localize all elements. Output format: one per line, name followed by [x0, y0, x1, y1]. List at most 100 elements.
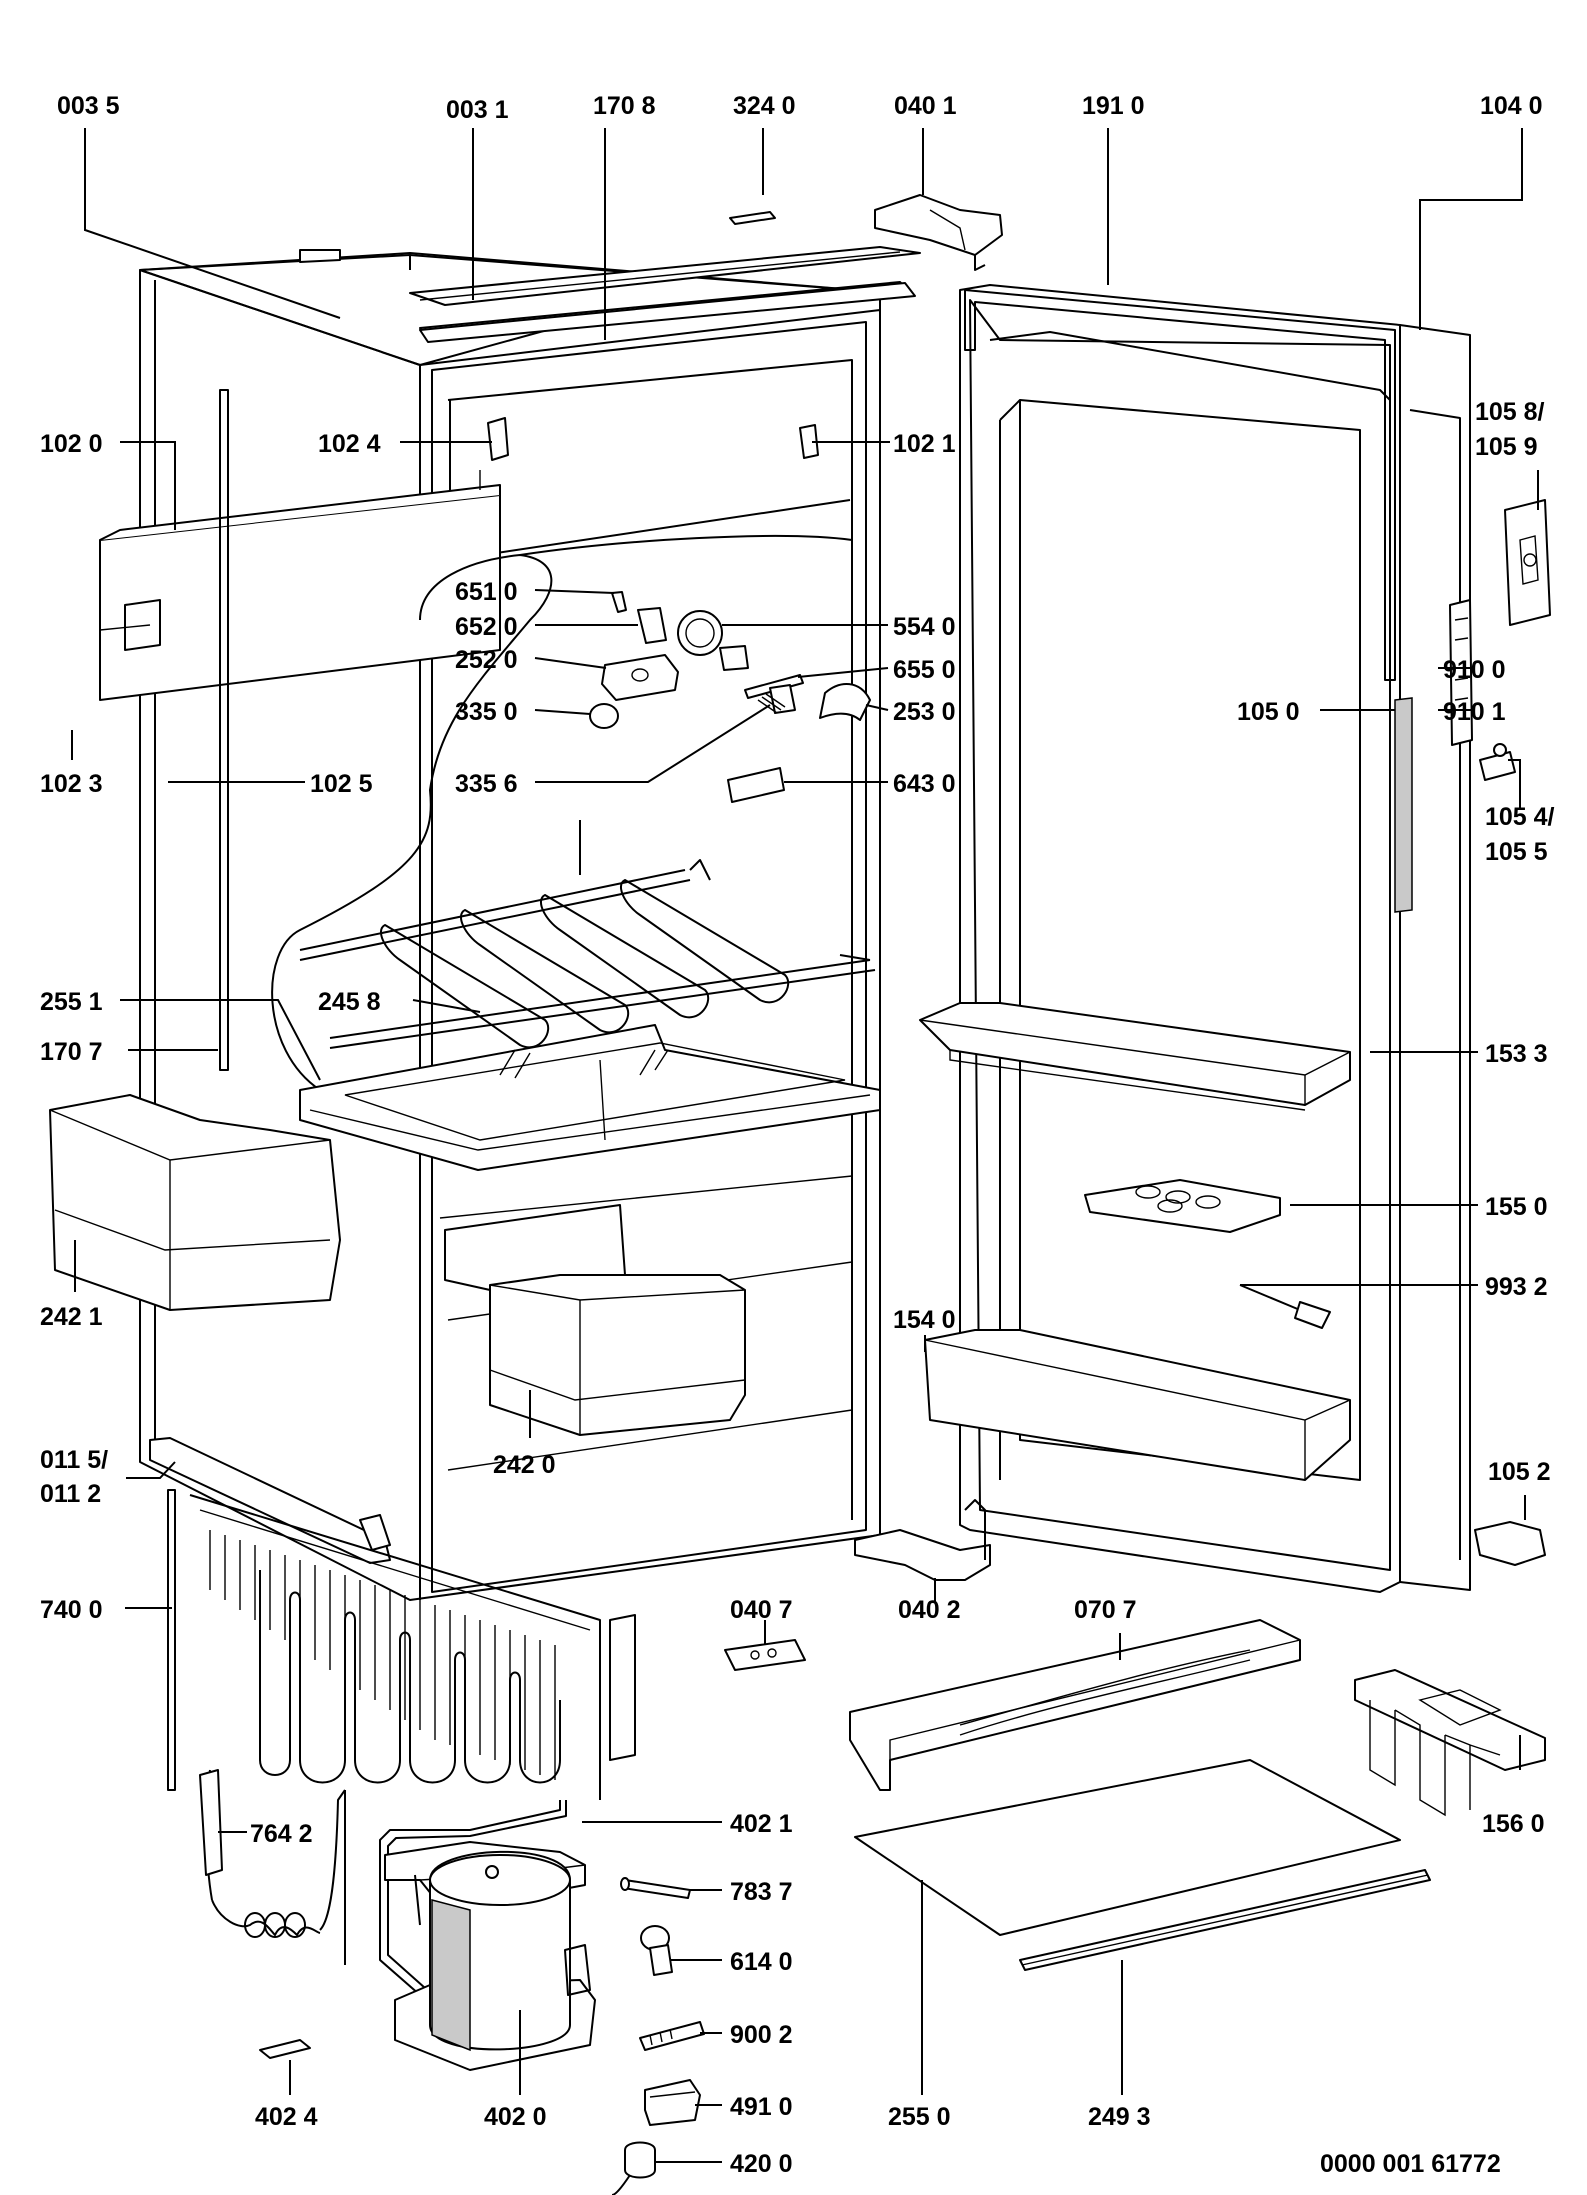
callout-7837: 783 7 — [730, 1878, 793, 1906]
callout-1533: 153 3 — [1485, 1040, 1548, 1068]
document-number: 0000 001 61772 — [1320, 2150, 1501, 2178]
door-shelf-1540 — [924, 1329, 1351, 1481]
callout-1910: 191 0 — [1082, 92, 1145, 120]
callout-3350: 335 0 — [455, 698, 518, 726]
callout-2420: 242 0 — [493, 1451, 556, 1479]
top-strip-1708 — [419, 282, 916, 343]
callout-7642: 764 2 — [250, 1820, 313, 1848]
callout-1055: 105 5 — [1485, 838, 1548, 866]
ice-tray-1560 — [1354, 1669, 1546, 1817]
condenser-7400 — [167, 1489, 636, 1800]
callout-0035: 003 5 — [57, 92, 120, 120]
part-1021 — [799, 424, 819, 459]
callout-labels: 003 5 003 1 170 8 324 0 040 1 191 0 104 … — [40, 92, 1555, 2178]
callout-9932: 993 2 — [1485, 1273, 1548, 1301]
plate-0407 — [724, 1639, 806, 1671]
callout-6510: 651 0 — [455, 578, 518, 606]
side-strip-1707 — [219, 389, 229, 1071]
callout-9100: 910 0 — [1443, 656, 1506, 684]
callout-3356: 335 6 — [455, 770, 518, 798]
callout-1707: 170 7 — [40, 1038, 103, 1066]
callout-2530: 253 0 — [893, 698, 956, 726]
callout-1040: 104 0 — [1480, 92, 1543, 120]
part-4910 — [644, 2079, 701, 2126]
door-gasket-1910 — [964, 289, 1396, 681]
door-hinge-9100 — [1449, 599, 1473, 746]
part-7837 — [620, 1877, 691, 1899]
callout-2493: 249 3 — [1088, 2103, 1151, 2131]
callout-4020: 402 0 — [484, 2103, 547, 2131]
rail-0707 — [849, 1619, 1301, 1791]
callout-2520: 252 0 — [455, 646, 518, 674]
callout-2458: 245 8 — [318, 988, 381, 1016]
capillary-7642 — [199, 1769, 346, 1938]
glass-shelf-2551 — [299, 1024, 881, 1171]
refrigerant-tubing — [344, 1790, 567, 1996]
hinge-0402 — [854, 1499, 991, 1581]
callout-9002: 900 2 — [730, 2021, 793, 2049]
crisper-drawer-2420 — [444, 1204, 746, 1436]
glass-plate-2550 — [854, 1759, 1401, 1936]
door-shelf-1533 — [919, 1002, 1351, 1111]
switch-1058 — [1504, 499, 1551, 626]
callout-1560: 156 0 — [1482, 1810, 1545, 1838]
callout-6140: 614 0 — [730, 1948, 793, 1976]
callout-1540: 154 0 — [893, 1306, 956, 1334]
callout-2551: 255 1 — [40, 988, 103, 1016]
part-9002 — [639, 2021, 705, 2051]
crisper-drawer-2421 — [49, 1094, 341, 1311]
part-1054 — [1479, 743, 1516, 781]
part-9932 — [1239, 1284, 1331, 1329]
cabinet-cutaway — [271, 534, 853, 1091]
callout-5540: 554 0 — [893, 613, 956, 641]
part-6140 — [640, 1925, 673, 1976]
part-4200 — [611, 2141, 656, 2195]
callout-1020: 102 0 — [40, 430, 103, 458]
callout-0402: 040 2 — [898, 1596, 961, 1624]
callout-6550: 655 0 — [893, 656, 956, 684]
callout-1059: 105 9 — [1475, 433, 1538, 461]
hinge-0401 — [874, 194, 1003, 271]
callout-1050: 105 0 — [1237, 698, 1300, 726]
callout-0407: 040 7 — [730, 1596, 793, 1624]
cover-panel-1020 — [99, 470, 501, 701]
callout-1550: 155 0 — [1485, 1193, 1548, 1221]
callout-4200: 420 0 — [730, 2150, 793, 2178]
callout-1054: 105 4/ — [1485, 803, 1555, 831]
egg-tray-1550 — [1084, 1179, 1281, 1233]
callout-0707: 070 7 — [1074, 1596, 1137, 1624]
callout-9101: 910 1 — [1443, 698, 1506, 726]
part-1024 — [487, 417, 509, 461]
hinge-1052 — [1474, 1521, 1546, 1566]
callout-1023: 102 3 — [40, 770, 103, 798]
callout-1024: 102 4 — [318, 430, 381, 458]
callout-0031: 003 1 — [446, 96, 509, 124]
callout-6430: 643 0 — [893, 770, 956, 798]
bottom-rail-0115 — [149, 1437, 391, 1564]
evaporator-coil-2458 — [299, 859, 876, 1049]
callout-1708: 170 8 — [593, 92, 656, 120]
callout-1058: 105 8/ — [1475, 398, 1545, 426]
callout-0112: 011 2 — [40, 1480, 101, 1508]
callout-1025: 102 5 — [310, 770, 373, 798]
callout-3240: 324 0 — [733, 92, 796, 120]
callout-7400: 740 0 — [40, 1596, 103, 1624]
callout-4024: 402 4 — [255, 2103, 318, 2131]
callout-1021: 102 1 — [893, 430, 956, 458]
callout-6520: 652 0 — [455, 613, 518, 641]
callout-1052: 105 2 — [1488, 1458, 1551, 1486]
part-4024 — [259, 2039, 311, 2059]
thermostat-group — [589, 591, 871, 803]
compressor-4020 — [394, 1850, 596, 2071]
callout-2421: 242 1 — [40, 1303, 103, 1331]
callout-0401: 040 1 — [894, 92, 957, 120]
callout-0115: 011 5/ — [40, 1446, 108, 1474]
callout-4021: 402 1 — [730, 1810, 793, 1838]
door-strip-1050 — [1394, 697, 1413, 913]
strip-2493 — [1019, 1869, 1431, 1971]
callout-4910: 491 0 — [730, 2093, 793, 2121]
leader-lines — [71, 128, 1539, 2163]
callout-2550: 255 0 — [888, 2103, 951, 2131]
part-3240 — [729, 211, 776, 225]
